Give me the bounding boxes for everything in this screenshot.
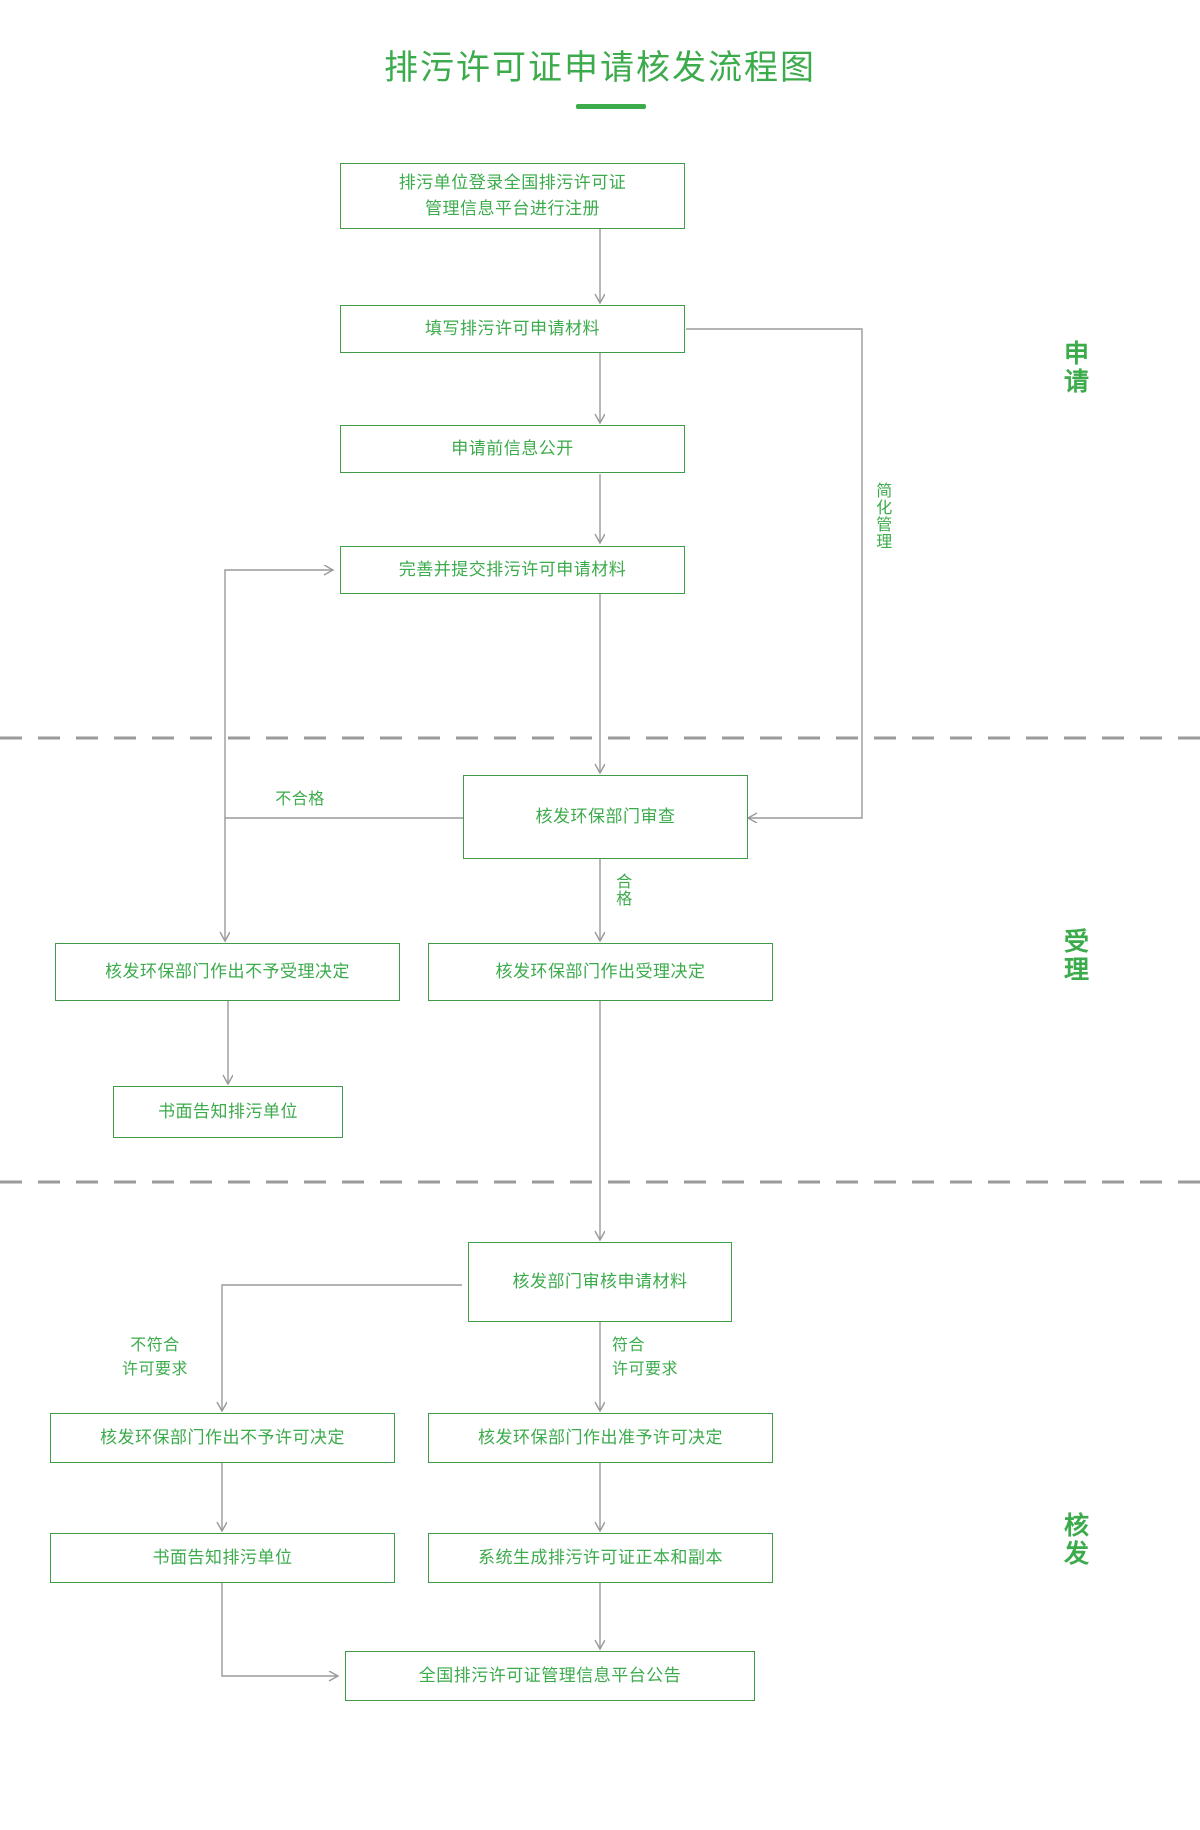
node-reject-acceptance[interactable]: 核发环保部门作出不予受理决定	[55, 943, 400, 1001]
node-generate-certificate[interactable]: 系统生成排污许可证正本和副本	[428, 1533, 773, 1583]
node-fill-application[interactable]: 填写排污许可申请材料	[340, 305, 685, 353]
node-platform-announcement[interactable]: 全国排污许可证管理信息平台公告	[345, 1651, 755, 1701]
node-grant-permit[interactable]: 核发环保部门作出准予许可决定	[428, 1413, 773, 1463]
node-register[interactable]: 排污单位登录全国排污许可证 管理信息平台进行注册	[340, 163, 685, 229]
edge-label-unqualified: 不合格	[275, 791, 325, 808]
stage-label-acceptance: 受理	[1060, 928, 1089, 984]
stage-label-issuance: 核发	[1060, 1512, 1089, 1568]
node-material-audit[interactable]: 核发部门审核申请材料	[468, 1242, 732, 1322]
stage-label-apply: 申请	[1060, 340, 1089, 396]
page-title: 排污许可证申请核发流程图	[384, 49, 816, 87]
node-reject-permit[interactable]: 核发环保部门作出不予许可决定	[50, 1413, 395, 1463]
edge-label-qualified: 合格	[613, 873, 631, 907]
edge-label-meet-requirements: 符合 许可要求	[612, 1337, 679, 1378]
edge-label-simplified-management: 简化管理	[873, 482, 891, 550]
node-written-notice-acceptance[interactable]: 书面告知排污单位	[113, 1086, 343, 1138]
node-submit-application[interactable]: 完善并提交排污许可申请材料	[340, 546, 685, 594]
node-pre-disclosure[interactable]: 申请前信息公开	[340, 425, 685, 473]
title-underline-rule	[576, 104, 646, 109]
node-grant-acceptance[interactable]: 核发环保部门作出受理决定	[428, 943, 773, 1001]
node-department-review[interactable]: 核发环保部门审查	[463, 775, 748, 859]
edge-label-not-meet-requirements: 不符合 许可要求	[121, 1337, 188, 1378]
node-written-notice-permit[interactable]: 书面告知排污单位	[50, 1533, 395, 1583]
